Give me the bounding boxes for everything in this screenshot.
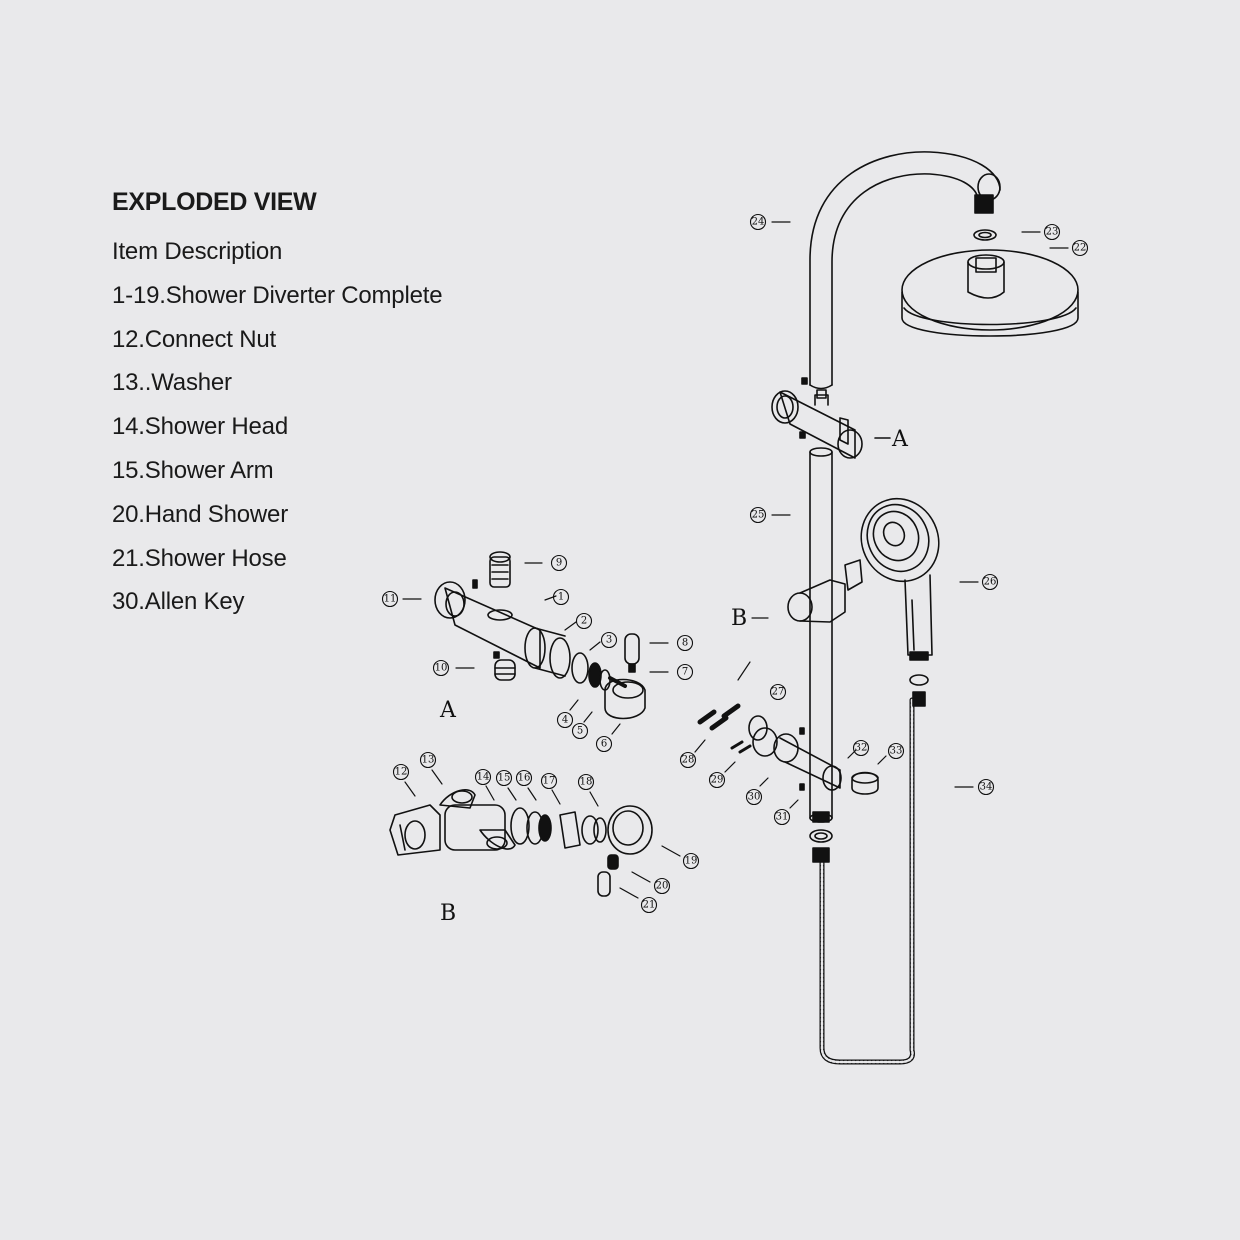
- svg-text:11: 11: [384, 594, 397, 605]
- legend-title: EXPLODED VIEW: [112, 188, 317, 216]
- svg-text:2: 2: [581, 616, 587, 627]
- callout-12: 12: [392, 763, 410, 781]
- callout-2: 2: [575, 612, 593, 630]
- svg-text:26: 26: [984, 577, 997, 588]
- legend-item: 30.Allen Key: [112, 588, 245, 616]
- callout-21: 21: [640, 896, 658, 914]
- svg-text:20: 20: [656, 881, 669, 892]
- callout-29: 29: [708, 771, 726, 789]
- callout-33: 33: [887, 742, 905, 760]
- svg-text:22: 22: [1074, 243, 1087, 254]
- svg-text:27: 27: [772, 687, 785, 698]
- svg-text:31: 31: [776, 812, 789, 823]
- legend-item: 21.Shower Hose: [112, 544, 287, 572]
- callout-28: 28: [679, 751, 697, 769]
- callout-13: 13: [419, 751, 437, 769]
- callout-14: 14: [474, 768, 492, 786]
- callout-34: 34: [977, 778, 995, 796]
- svg-text:21: 21: [643, 900, 656, 911]
- callout-32: 32: [852, 739, 870, 757]
- assembly-label-b: B: [731, 606, 747, 631]
- svg-text:7: 7: [682, 667, 688, 678]
- callout-1: 1: [552, 588, 570, 606]
- slider-holder: [787, 559, 863, 623]
- legend-item: 20.Hand Shower: [112, 500, 288, 528]
- legend-item: 14.Shower Head: [112, 413, 288, 441]
- legend-item: 15.Shower Arm: [112, 456, 274, 484]
- svg-text:28: 28: [682, 755, 695, 766]
- legend-list: Item Description 1-19.Shower Diverter Co…: [112, 230, 443, 624]
- callout-4: 4: [556, 711, 574, 729]
- svg-text:8: 8: [682, 638, 688, 649]
- svg-text:4: 4: [562, 715, 568, 726]
- lower-bracket: [697, 703, 879, 795]
- assembly-label-a: A: [439, 698, 457, 723]
- svg-text:3: 3: [606, 635, 612, 646]
- upper-diverter-body: [771, 377, 891, 459]
- legend: EXPLODED VIEW Item Description 1-19.Show…: [112, 186, 443, 624]
- svg-text:25: 25: [752, 510, 765, 521]
- svg-text:9: 9: [556, 558, 562, 569]
- svg-text:16: 16: [518, 773, 531, 784]
- hand-shower: [860, 497, 940, 661]
- svg-text:5: 5: [577, 726, 583, 737]
- callout-20: 20: [653, 877, 671, 895]
- diverter-assembly-a: [434, 551, 646, 720]
- callout-8: 8: [676, 634, 694, 652]
- svg-text:10: 10: [435, 663, 448, 674]
- legend-item: 12.Connect Nut: [112, 325, 276, 353]
- assembly-label-b: B: [440, 901, 456, 926]
- svg-text:34: 34: [980, 782, 993, 793]
- svg-text:6: 6: [601, 739, 607, 750]
- overhead-shower-head: [901, 229, 1079, 337]
- callout-3: 3: [600, 631, 618, 649]
- svg-text:17: 17: [543, 776, 556, 787]
- svg-text:12: 12: [395, 767, 408, 778]
- callout-27: 27: [769, 683, 787, 701]
- legend-item-header: Item Description: [112, 238, 283, 265]
- assembly-label-a: A: [891, 427, 909, 452]
- callout-6: 6: [595, 735, 613, 753]
- callouts: 1 2 3 4 5 6 7 8 9 10 11 12 13 14 15 16 1…: [381, 213, 1089, 914]
- shower-hose: [809, 674, 929, 1065]
- callout-15: 15: [495, 769, 513, 787]
- slide-rail: [809, 447, 833, 823]
- svg-text:14: 14: [477, 772, 490, 783]
- legend-item: 13..Washer: [112, 369, 232, 397]
- svg-text:23: 23: [1046, 227, 1059, 238]
- svg-text:32: 32: [855, 743, 868, 754]
- svg-text:13: 13: [422, 755, 435, 766]
- svg-text:29: 29: [711, 775, 724, 786]
- svg-text:24: 24: [752, 217, 765, 228]
- callout-17: 17: [540, 772, 558, 790]
- callout-22: 22: [1071, 239, 1089, 257]
- callout-23: 23: [1043, 223, 1061, 241]
- callout-16: 16: [515, 769, 533, 787]
- svg-text:15: 15: [498, 773, 511, 784]
- svg-text:33: 33: [890, 746, 903, 757]
- callout-19: 19: [682, 852, 700, 870]
- callout-30: 30: [745, 788, 763, 806]
- callout-31: 31: [773, 808, 791, 826]
- svg-text:18: 18: [580, 777, 593, 788]
- svg-text:1: 1: [558, 592, 564, 603]
- callout-24: 24: [749, 213, 767, 231]
- slider-assembly-b: [389, 789, 653, 897]
- callout-5: 5: [571, 722, 589, 740]
- callout-18: 18: [577, 773, 595, 791]
- svg-text:19: 19: [685, 856, 698, 867]
- leader-lines: [402, 221, 1069, 899]
- callout-26: 26: [981, 573, 999, 591]
- callout-7: 7: [676, 663, 694, 681]
- legend-item: 1-19.Shower Diverter Complete: [112, 281, 443, 309]
- callout-11: 11: [381, 590, 399, 608]
- callout-9: 9: [550, 554, 568, 572]
- svg-text:30: 30: [748, 792, 761, 803]
- callout-25: 25: [749, 506, 767, 524]
- callout-10: 10: [432, 659, 450, 677]
- shower-arm: [809, 151, 1001, 390]
